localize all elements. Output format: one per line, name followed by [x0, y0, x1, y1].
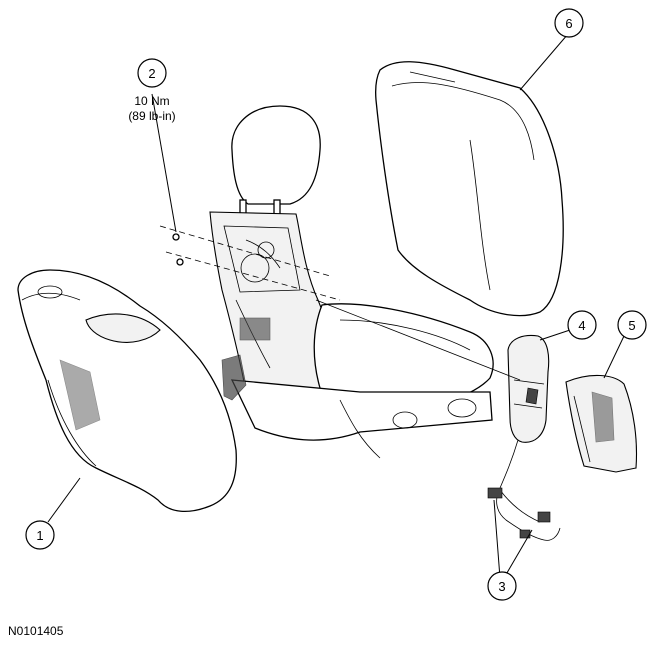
bolt-lower: [176, 258, 184, 266]
torque-spec-metric: 10 Nm: [134, 94, 169, 108]
seat-assembly: [209, 105, 494, 459]
callout-2-label: 2: [148, 66, 155, 81]
torque-spec-imperial: (89 lb-in): [128, 109, 175, 123]
figure-id: N0101405: [8, 624, 64, 638]
seat-side-shield: [17, 269, 237, 512]
side-air-bag-module: [507, 334, 550, 443]
torque-spec: 10 Nm (89 lb-in): [128, 94, 175, 123]
alignment-lines: [159, 225, 521, 381]
callout-3-label: 3: [498, 579, 505, 594]
leader-lines: [47, 33, 625, 579]
seat-back-cover: [374, 61, 564, 317]
wiring-harness: [487, 439, 561, 541]
bolt-upper: [172, 233, 180, 241]
trim-panel: [565, 374, 638, 473]
callout-2: 2: [137, 58, 167, 88]
callout-6-label: 6: [565, 16, 572, 31]
callout-6: 6: [554, 8, 584, 38]
callout-4-label: 4: [578, 318, 585, 333]
callout-5: 5: [617, 310, 647, 340]
callout-1: 1: [25, 520, 55, 550]
callout-5-label: 5: [628, 318, 635, 333]
callout-4: 4: [567, 310, 597, 340]
callout-3: 3: [487, 571, 517, 601]
callout-1-label: 1: [36, 528, 43, 543]
